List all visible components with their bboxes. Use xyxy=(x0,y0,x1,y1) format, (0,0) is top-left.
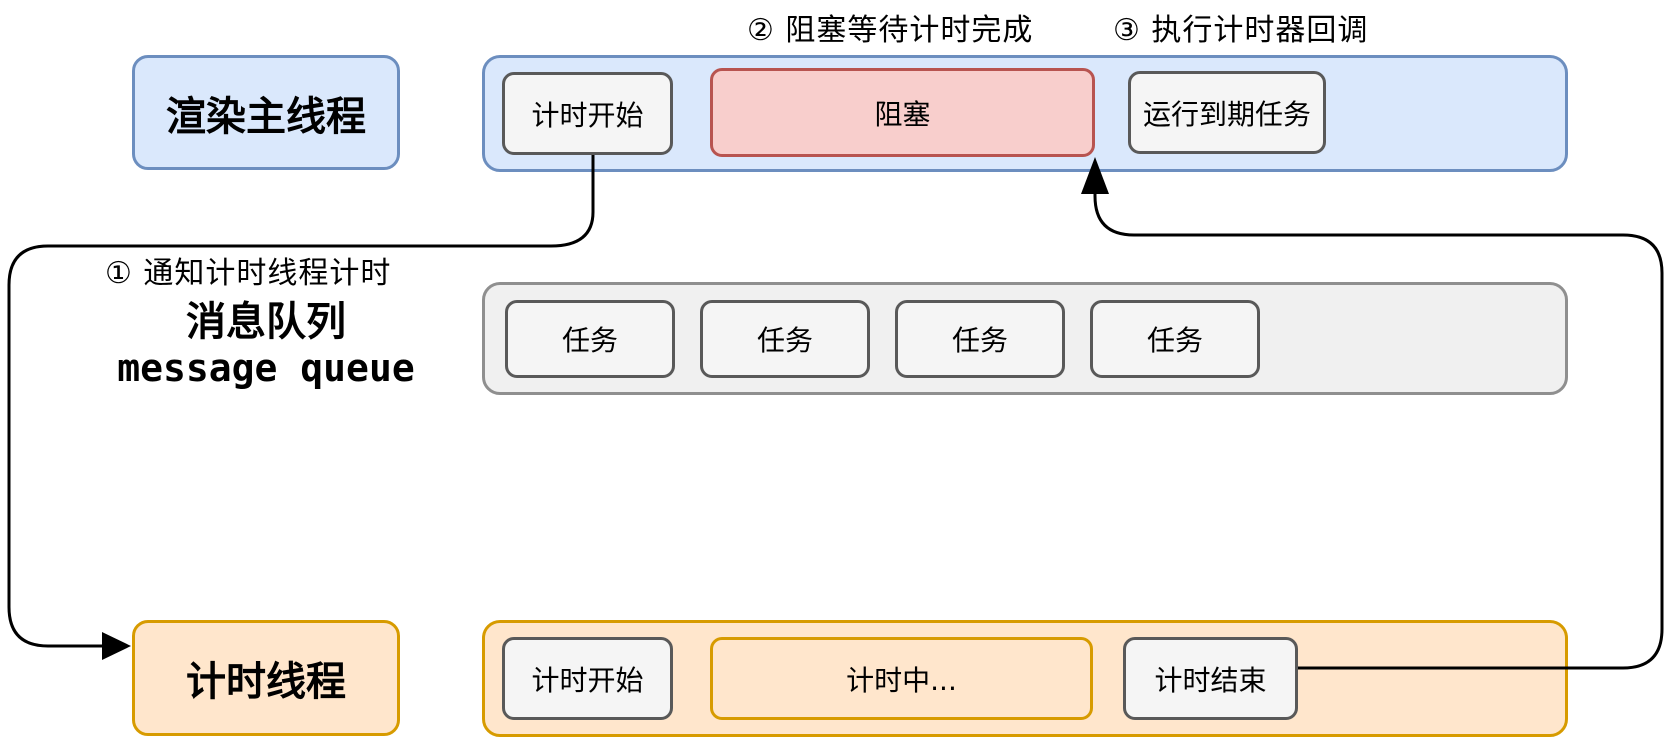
message-queue-label-en: message queue xyxy=(117,346,415,390)
task-box: 任务 xyxy=(895,300,1065,378)
timer-end-label: 计时结束 xyxy=(1154,663,1267,697)
annotation-step2: ② 阻塞等待计时完成 xyxy=(747,13,1034,48)
timer-thread-label: 计时线程 xyxy=(186,659,346,705)
timer-start-label: 计时开始 xyxy=(531,663,644,697)
task-label: 任务 xyxy=(561,324,618,357)
timer-end-box: 计时结束 xyxy=(1123,637,1298,720)
blocked-box: 阻塞 xyxy=(710,68,1095,157)
timing-start-label: 计时开始 xyxy=(531,98,644,132)
blocked-label: 阻塞 xyxy=(874,97,931,131)
main-thread-label-box: 渲染主线程 xyxy=(132,55,400,170)
timer-start-box: 计时开始 xyxy=(502,637,673,720)
timer-thread-label-box: 计时线程 xyxy=(132,620,400,736)
arrow-notify-timer-path xyxy=(7,155,595,648)
annotation-step1: ① 通知计时线程计时 xyxy=(105,256,392,291)
task-label: 任务 xyxy=(951,324,1008,357)
task-box: 任务 xyxy=(700,300,870,378)
task-box: 任务 xyxy=(1090,300,1260,378)
main-thread-label: 渲染主线程 xyxy=(166,93,366,140)
task-box: 任务 xyxy=(505,300,675,378)
timing-in-progress-box: 计时中... xyxy=(710,637,1093,720)
arrow-timer-callback-path xyxy=(1093,192,1664,670)
run-due-tasks-label: 运行到期任务 xyxy=(1142,97,1311,131)
annotation-step3: ③ 执行计时器回调 xyxy=(1113,13,1369,48)
message-queue-label-zh: 消息队列 xyxy=(186,299,346,345)
task-label: 任务 xyxy=(1146,324,1203,357)
run-due-tasks-box: 运行到期任务 xyxy=(1128,71,1326,154)
arrow-notify-timer-head xyxy=(102,632,131,660)
timing-in-progress-label: 计时中... xyxy=(846,663,957,697)
message-queue-label: 消息队列 message queue xyxy=(110,298,422,392)
timing-start-box: 计时开始 xyxy=(502,72,673,155)
task-label: 任务 xyxy=(756,324,813,357)
